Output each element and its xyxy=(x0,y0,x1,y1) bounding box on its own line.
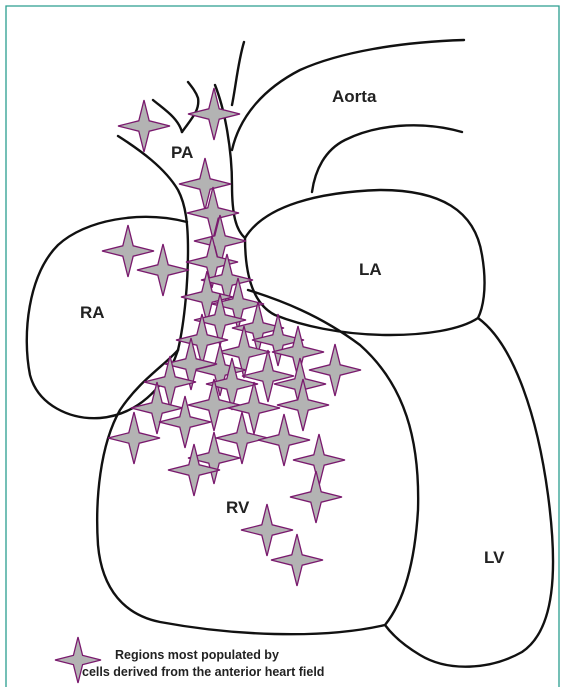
aorta-inner-wall xyxy=(312,125,462,192)
la-label: LA xyxy=(359,260,382,279)
legend-line-2: cells derived from the anterior heart fi… xyxy=(82,665,324,679)
legend-line-1: Regions most populated by xyxy=(115,648,279,662)
legend: Regions most populated by cells derived … xyxy=(55,637,324,683)
ra-label: RA xyxy=(80,303,105,322)
anterior-heart-field-star xyxy=(290,471,342,523)
lv-label: LV xyxy=(484,548,505,567)
aorta-left-edge xyxy=(232,42,244,105)
left-ventricle-outline xyxy=(385,318,553,667)
anterior-heart-field-star xyxy=(242,350,294,402)
anterior-heart-field-star xyxy=(271,534,323,586)
pa-label: PA xyxy=(171,143,193,162)
pulmonary-branch-right xyxy=(182,82,198,132)
aorta-label: Aorta xyxy=(332,87,377,106)
anterior-heart-field-star xyxy=(188,88,240,140)
rv-label: RV xyxy=(226,498,250,517)
anterior-heart-field-star xyxy=(179,158,231,210)
